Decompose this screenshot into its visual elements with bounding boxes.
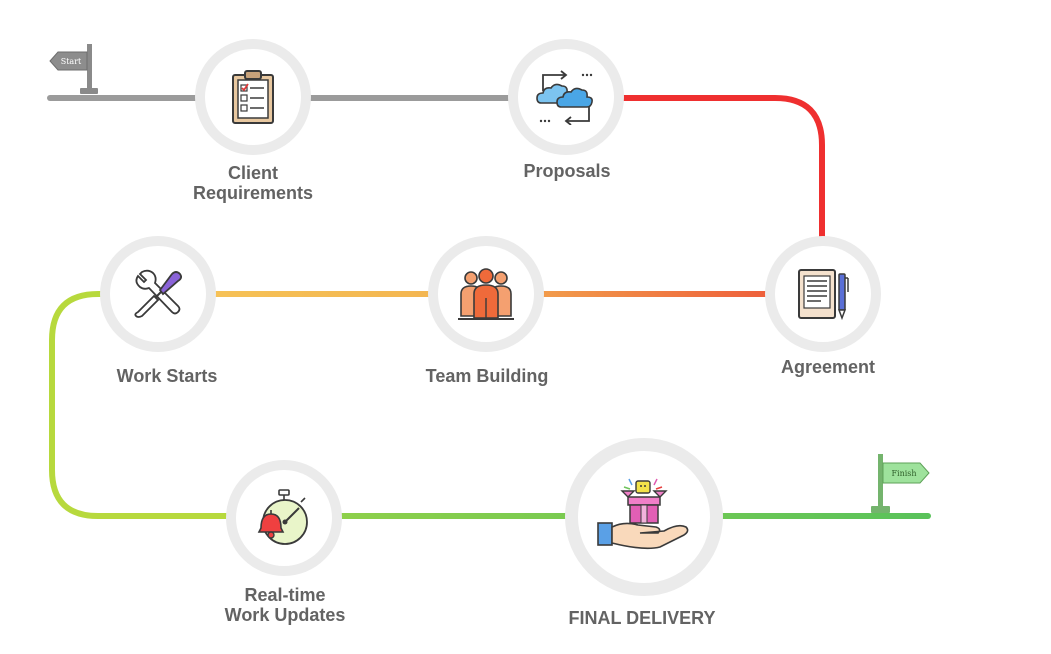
step-team-building bbox=[428, 236, 544, 352]
step-client-requirements bbox=[195, 39, 311, 155]
label-line: Agreement bbox=[780, 357, 876, 377]
label-line: Real-time bbox=[244, 585, 326, 605]
hand-gift-box-icon bbox=[597, 478, 689, 550]
step-proposals bbox=[508, 39, 624, 155]
label-line: FINAL DELIVERY bbox=[568, 608, 716, 628]
contract-document-icon bbox=[798, 269, 849, 321]
label-team-building: Team Building bbox=[426, 366, 549, 386]
path-red-segment bbox=[560, 95, 825, 260]
label-line: Client bbox=[227, 163, 279, 183]
path-lime-segment bbox=[49, 291, 240, 519]
wrench-screwdriver-icon bbox=[134, 269, 183, 318]
step-work-starts bbox=[100, 236, 216, 352]
label-line: Work Starts bbox=[116, 366, 218, 386]
label-agreement: Agreement bbox=[781, 357, 875, 377]
label-work-starts: Work Starts bbox=[117, 366, 218, 386]
label-realtime-updates: Real-time Work Updates bbox=[225, 585, 346, 625]
label-final-delivery: FINAL DELIVERY bbox=[568, 608, 715, 628]
label-line: Work Updates bbox=[224, 605, 346, 625]
step-final-delivery bbox=[565, 438, 723, 596]
label-line: Requirements bbox=[192, 183, 314, 203]
label-line: Proposals bbox=[523, 161, 611, 181]
cloud-exchange-icon bbox=[536, 70, 593, 125]
step-realtime-updates bbox=[226, 460, 342, 576]
label-line: Team Building bbox=[425, 366, 549, 386]
finish-signpost-icon: Finish bbox=[871, 454, 930, 513]
start-sign-text: Start bbox=[61, 57, 82, 66]
start-signpost-icon: Start bbox=[49, 44, 98, 94]
label-client-requirements: Client Requirements bbox=[193, 163, 313, 203]
team-people-icon bbox=[458, 268, 514, 320]
step-agreement bbox=[765, 236, 881, 352]
stopwatch-bell-icon bbox=[257, 489, 308, 545]
finish-sign-text: Finish bbox=[891, 469, 916, 478]
label-proposals: Proposals bbox=[523, 161, 610, 181]
clipboard-checklist-icon bbox=[232, 70, 274, 124]
